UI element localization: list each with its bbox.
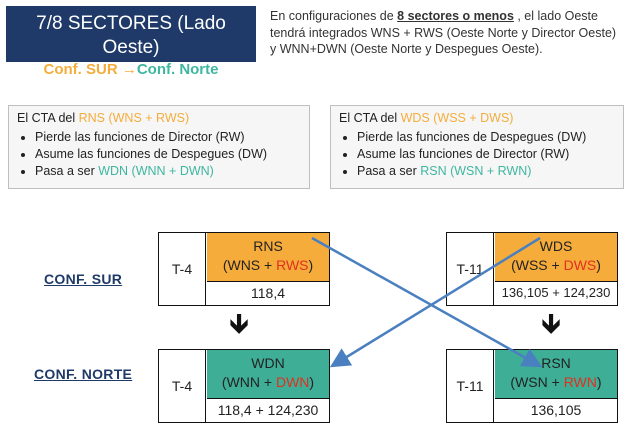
rns-heading-code: RNS (WNS + RWS) <box>78 111 190 125</box>
sector-composition: (WSN + RWN) <box>495 373 617 392</box>
title-line2: Conf. SUR →Conf. Norte <box>6 60 256 80</box>
sector-composition: (WNN + DWN) <box>207 373 329 392</box>
sector-composition: (WNS + RWS) <box>207 256 329 275</box>
wds-heading-prefix: El CTA del <box>339 111 401 125</box>
intro-emphasis: 8 sectores o menos <box>397 9 514 23</box>
composition-c: ) <box>596 374 602 390</box>
list-item: Pierde las funciones de Despegues (DW) <box>357 129 623 146</box>
arrow-down-icon: 🡻 <box>541 308 562 339</box>
sector-name: RNS <box>253 238 283 254</box>
wds-panel-heading: El CTA del WDS (WSS + DWS) <box>339 111 623 125</box>
rns-list: Pierde las funciones de Director (RW) As… <box>9 129 309 180</box>
sector-frequency: 136,105 + 124,230 <box>495 281 617 304</box>
list-item-prefix: Pasa a ser <box>357 164 421 178</box>
sector-frequency: 136,105 <box>495 398 617 421</box>
list-item-code: RSN (WSN + RWN) <box>420 164 532 178</box>
connector-rns-to-rsn <box>311 236 543 368</box>
rns-heading-prefix: El CTA del <box>17 111 79 125</box>
composition-a: (WSN + <box>510 374 564 390</box>
list-item-code: WDN (WNN + DWN) <box>98 164 214 178</box>
title-banner: 7/8 SECTORES (Lado Oeste) Conf. SUR →Con… <box>6 6 256 78</box>
sector-position: T-11 <box>447 233 494 305</box>
list-item: Pierde las funciones de Director (RW) <box>35 129 309 146</box>
sector-name: WDN <box>251 355 285 371</box>
rns-panel-heading: El CTA del RNS (WNS + RWS) <box>17 111 309 125</box>
intro-text: En configuraciones de 8 sectores o menos… <box>270 8 622 58</box>
list-item: Pasa a ser RSN (WSN + RWN) <box>357 163 623 180</box>
composition-c: ) <box>309 374 315 390</box>
wds-list: Pierde las funciones de Despegues (DW) A… <box>331 129 623 180</box>
list-item: Asume las funciones de Director (RW) <box>357 146 623 163</box>
sector-name: WDS <box>539 238 573 254</box>
sector-header: RSN (WSN + RWN) <box>495 350 617 398</box>
title-arrow: → <box>121 61 137 78</box>
title-line1: 7/8 SECTORES (Lado Oeste) <box>36 13 226 58</box>
wds-heading-code: WDS (WSS + DWS) <box>400 111 514 125</box>
sector-position: T-4 <box>159 233 206 305</box>
composition-a: (WNS + <box>222 257 277 273</box>
composition-a: (WSS + <box>511 257 564 273</box>
conf-sur-label: CONF. SUR <box>44 271 123 287</box>
sector-header: WDN (WNN + DWN) <box>207 350 329 398</box>
sector-frequency: 118,4 <box>207 281 329 304</box>
conf-norte-label: CONF. NORTE <box>34 366 133 382</box>
sector-position: T-11 <box>447 350 494 422</box>
composition-c: ) <box>308 257 314 273</box>
sector-header: RNS (WNS + RWS) <box>207 233 329 281</box>
title-conf-sur: Conf. SUR <box>43 61 122 78</box>
sector-position: T-4 <box>159 350 206 422</box>
composition-b: RWS <box>276 257 309 273</box>
list-item: Asume las funciones de Despegues (DW) <box>35 146 309 163</box>
arrow-down-icon: 🡻 <box>229 308 250 339</box>
rns-panel: El CTA del RNS (WNS + RWS) Pierde las fu… <box>8 105 310 189</box>
list-item-prefix: Pasa a ser <box>35 164 99 178</box>
sector-box-wdn: T-4 WDN (WNN + DWN) 118,4 + 124,230 <box>158 349 330 423</box>
intro-part2: , el lado Oeste tendrá integrados WNS + … <box>270 9 617 56</box>
sector-composition: (WSS + DWS) <box>495 256 617 275</box>
composition-b: DWN <box>275 374 310 390</box>
connector-wds-to-wdn <box>329 236 541 368</box>
composition-b: RWN <box>563 374 597 390</box>
sector-box-wds: T-11 WDS (WSS + DWS) 136,105 + 124,230 <box>446 232 618 306</box>
intro-part1: En configuraciones de <box>270 9 398 23</box>
composition-b: DWS <box>563 257 597 273</box>
sector-frequency: 118,4 + 124,230 <box>207 398 329 421</box>
title-conf-norte: Conf. Norte <box>136 61 219 78</box>
composition-c: ) <box>596 257 601 273</box>
composition-a: (WNN + <box>221 374 276 390</box>
list-item: Pasa a ser WDN (WNN + DWN) <box>35 163 309 180</box>
sector-name: RSN <box>541 355 571 371</box>
sector-box-rns: T-4 RNS (WNS + RWS) 118,4 <box>158 232 330 306</box>
sector-header: WDS (WSS + DWS) <box>495 233 617 281</box>
wds-panel: El CTA del WDS (WSS + DWS) Pierde las fu… <box>330 105 624 189</box>
